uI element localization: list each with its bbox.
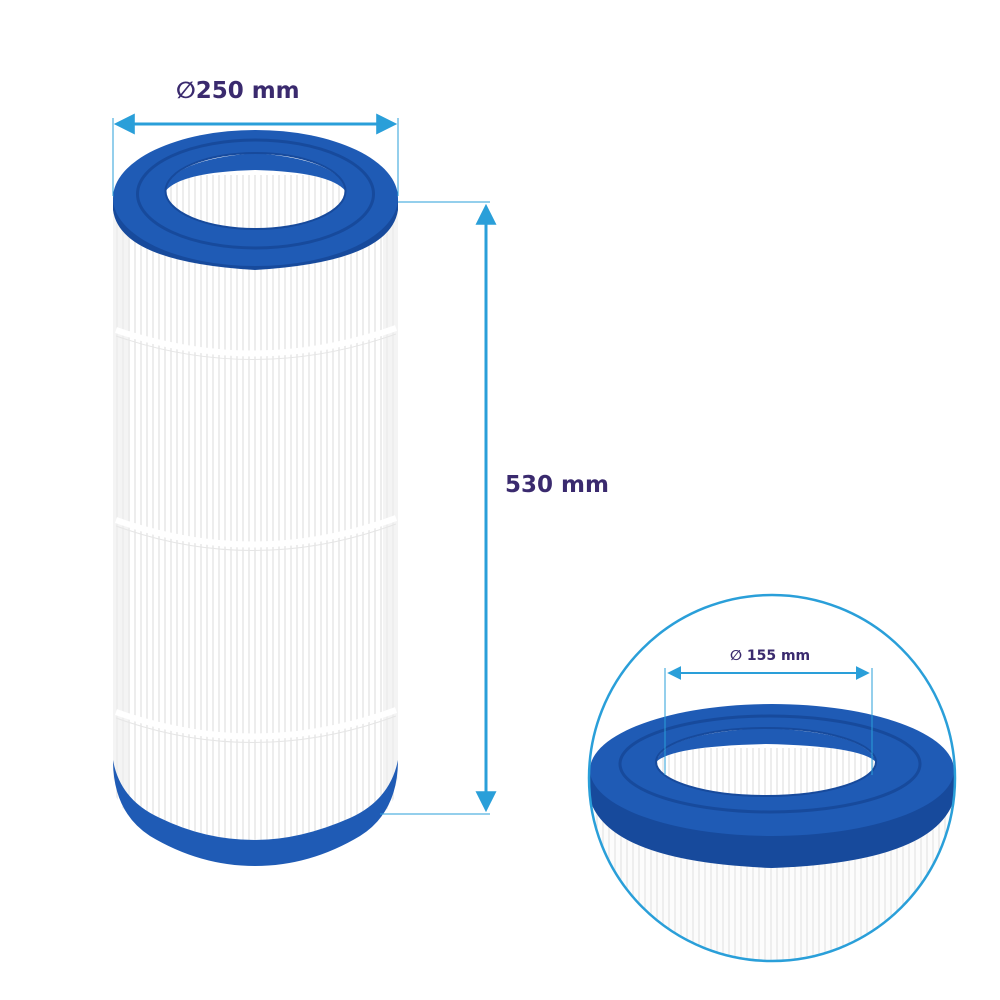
outer-diameter-dimension [112,113,399,196]
outer-diameter-value: 250 mm [195,78,300,104]
zoom-circle-outline [587,593,957,963]
inner-diameter-dimension [664,666,873,775]
filter-cartridge [113,130,398,866]
support-band [114,515,398,548]
height-label: 530 mm [505,472,609,498]
support-band [114,707,398,740]
bottom-end-cap [113,760,398,866]
filter-pleated-body [113,200,398,850]
support-band [115,325,398,357]
height-dimension [380,201,497,815]
top-end-cap [113,130,398,270]
diameter-icon: ∅ [176,78,196,104]
outer-diameter-label: ∅250 mm [176,78,300,104]
inner-diameter-value: 155 mm [746,648,811,664]
diameter-icon: ∅ [730,648,742,664]
height-value: 530 mm [505,472,609,498]
inner-diameter-label: ∅ 155 mm [730,648,810,664]
